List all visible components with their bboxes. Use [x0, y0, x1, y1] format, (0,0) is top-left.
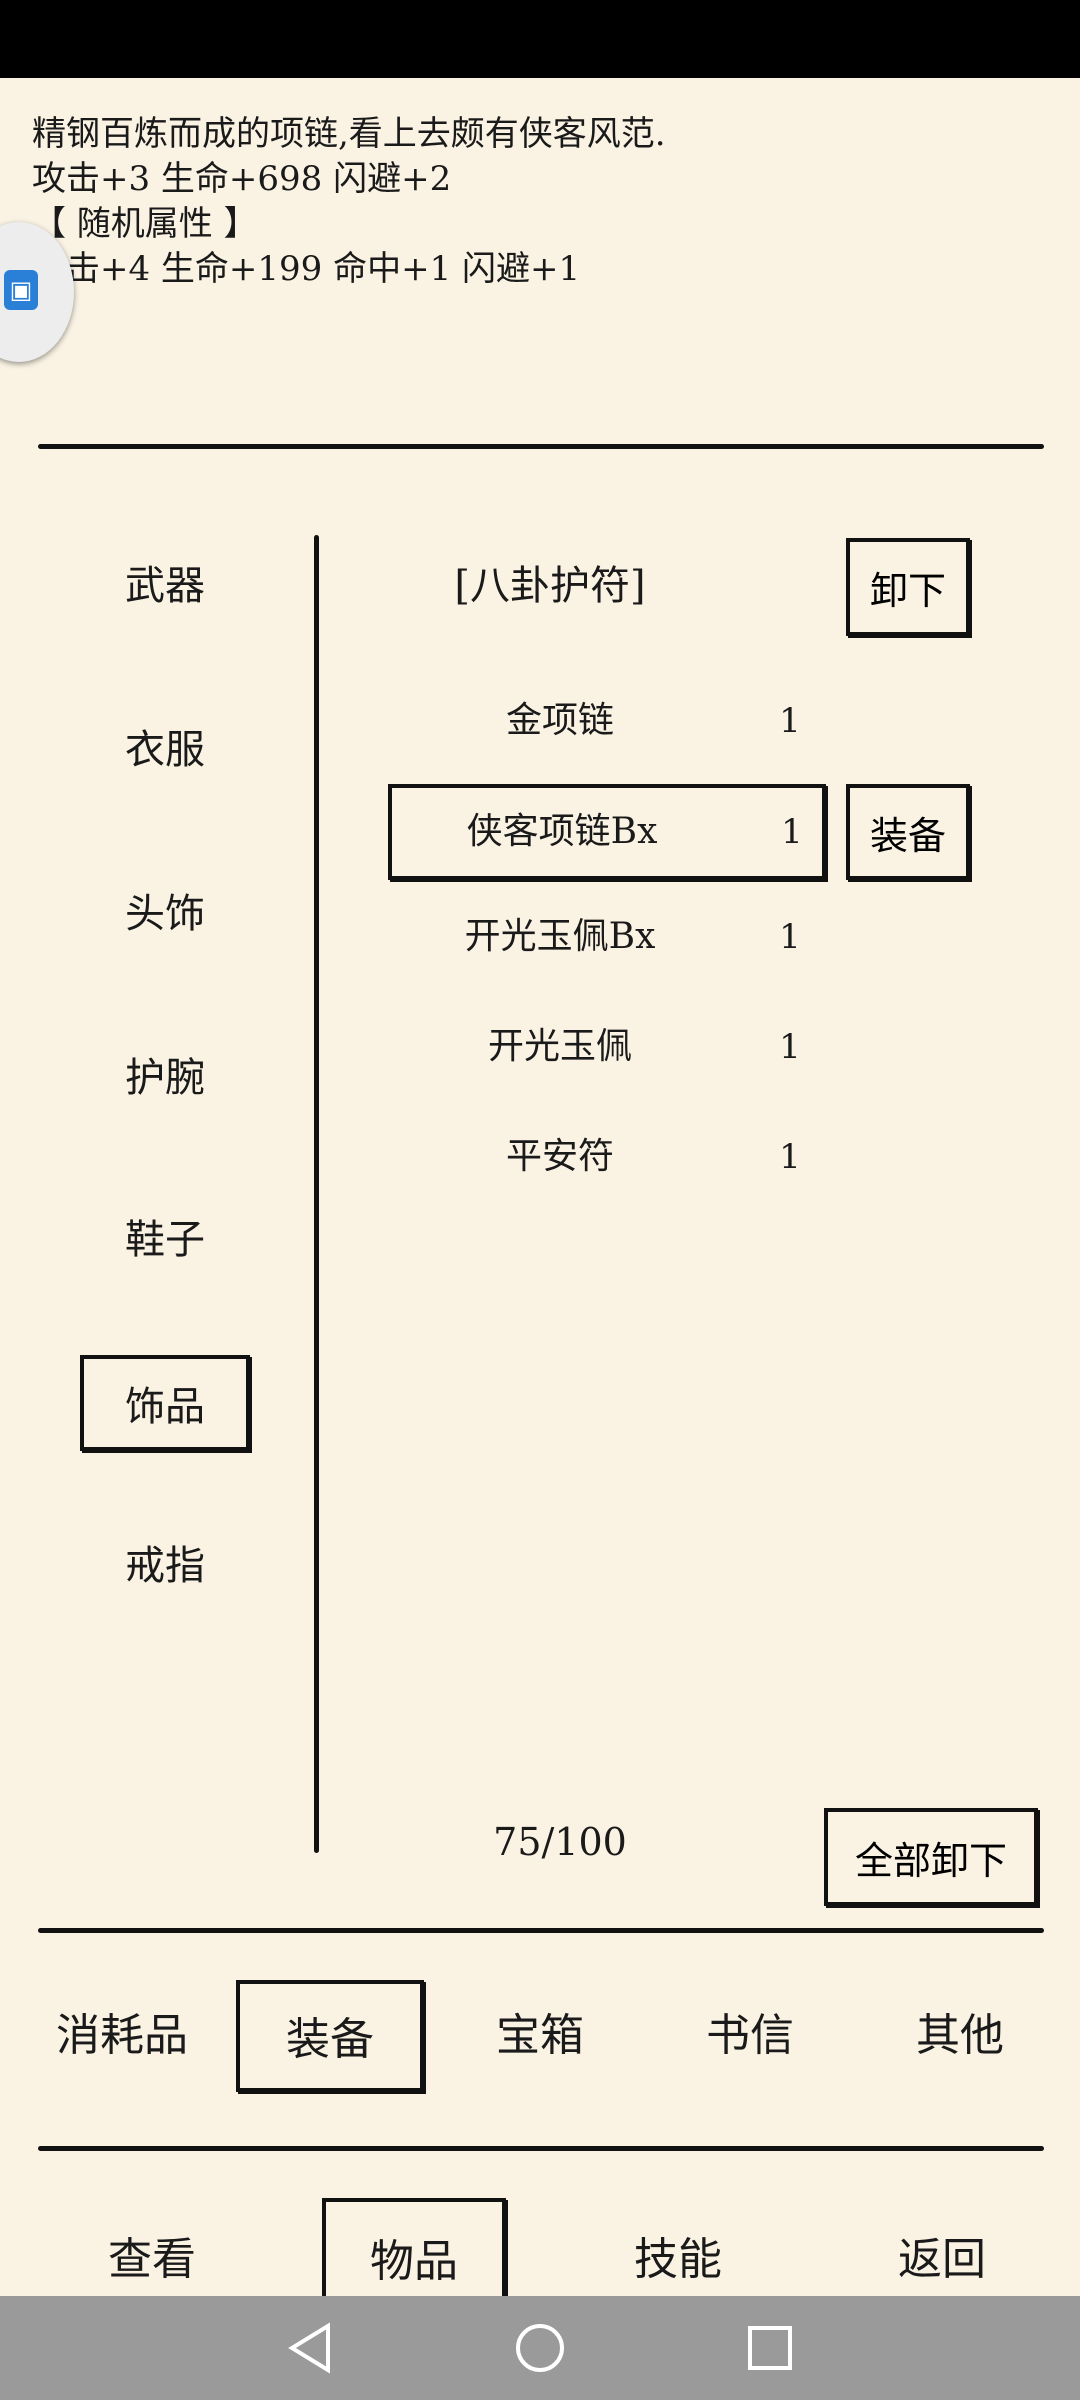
slot-headwear[interactable]: 头饰 — [125, 891, 205, 937]
slot-clothes[interactable]: 衣服 — [125, 727, 205, 773]
item-quantity: 1 — [779, 701, 801, 741]
list-item-selected[interactable]: 侠客项链Bx 1 — [388, 784, 826, 880]
divider-tabs-top — [38, 1928, 1044, 1933]
system-back-button[interactable] — [250, 2296, 370, 2400]
slot-bracer[interactable]: 护腕 — [125, 1055, 205, 1101]
nav-return[interactable]: 返回 — [898, 2234, 986, 2285]
item-name: 开光玉佩Bx — [464, 916, 656, 957]
description-line: 精钢百炼而成的项链,看上去颇有侠客风范. — [32, 114, 666, 154]
tab-consumables[interactable]: 消耗品 — [56, 2010, 188, 2061]
item-name: 平安符 — [505, 1136, 614, 1177]
nav-skills[interactable]: 技能 — [634, 2234, 722, 2285]
description-line: 攻击+3 生命+698 闪避+2 — [32, 159, 452, 199]
system-home-button[interactable] — [480, 2296, 600, 2400]
list-item[interactable]: 开光玉佩 1 — [390, 1002, 830, 1092]
system-recents-button[interactable] — [710, 2296, 830, 2400]
item-description: 精钢百炼而成的项链,看上去颇有侠客风范. 攻击+3 生命+698 闪避+2 【 … — [32, 112, 1042, 292]
item-name: 金项链 — [505, 700, 614, 741]
item-quantity: 1 — [779, 1027, 801, 1067]
item-name: 侠客项链Bx — [466, 811, 658, 852]
tab-chests[interactable]: 宝箱 — [496, 2010, 584, 2061]
unequip-all-button[interactable]: 全部卸下 — [824, 1808, 1038, 1906]
slot-ring[interactable]: 戒指 — [125, 1543, 205, 1589]
circle-home-icon — [516, 2324, 564, 2372]
item-name: 开光玉佩 — [487, 1026, 632, 1067]
square-recents-icon — [748, 2326, 792, 2370]
tab-equipment[interactable]: 装备 — [236, 1980, 424, 2092]
description-line: 【 随机属性 】 — [32, 204, 258, 244]
list-item[interactable]: 金项链 1 — [390, 676, 830, 766]
system-navigation-bar — [0, 2296, 1080, 2400]
tab-other[interactable]: 其他 — [916, 2010, 1004, 2061]
divider-top — [38, 444, 1044, 449]
divider-vertical — [314, 535, 319, 1853]
nav-view[interactable]: 查看 — [108, 2234, 196, 2285]
status-bar — [0, 0, 1080, 78]
assistant-app-icon: ▣ — [4, 270, 38, 310]
description-line: 攻击+4 生命+199 命中+1 闪避+1 — [32, 249, 581, 289]
triangle-back-icon — [288, 2322, 330, 2374]
item-quantity: 1 — [779, 1137, 801, 1177]
tab-letters[interactable]: 书信 — [706, 2010, 794, 2061]
equip-button[interactable]: 装备 — [846, 784, 970, 880]
equipped-item-name: [八卦护符] — [454, 563, 646, 609]
list-item[interactable]: 开光玉佩Bx 1 — [390, 892, 830, 982]
item-quantity: 1 — [779, 917, 801, 957]
slot-weapon[interactable]: 武器 — [125, 563, 205, 609]
item-quantity: 1 — [781, 812, 803, 852]
inventory-capacity: 75/100 — [493, 1820, 627, 1864]
slot-accessory[interactable]: 饰品 — [80, 1355, 250, 1451]
slot-shoes[interactable]: 鞋子 — [125, 1217, 205, 1263]
list-item[interactable]: 平安符 1 — [390, 1112, 830, 1202]
unequip-button[interactable]: 卸下 — [846, 538, 970, 636]
divider-tabs-bottom — [38, 2146, 1044, 2151]
